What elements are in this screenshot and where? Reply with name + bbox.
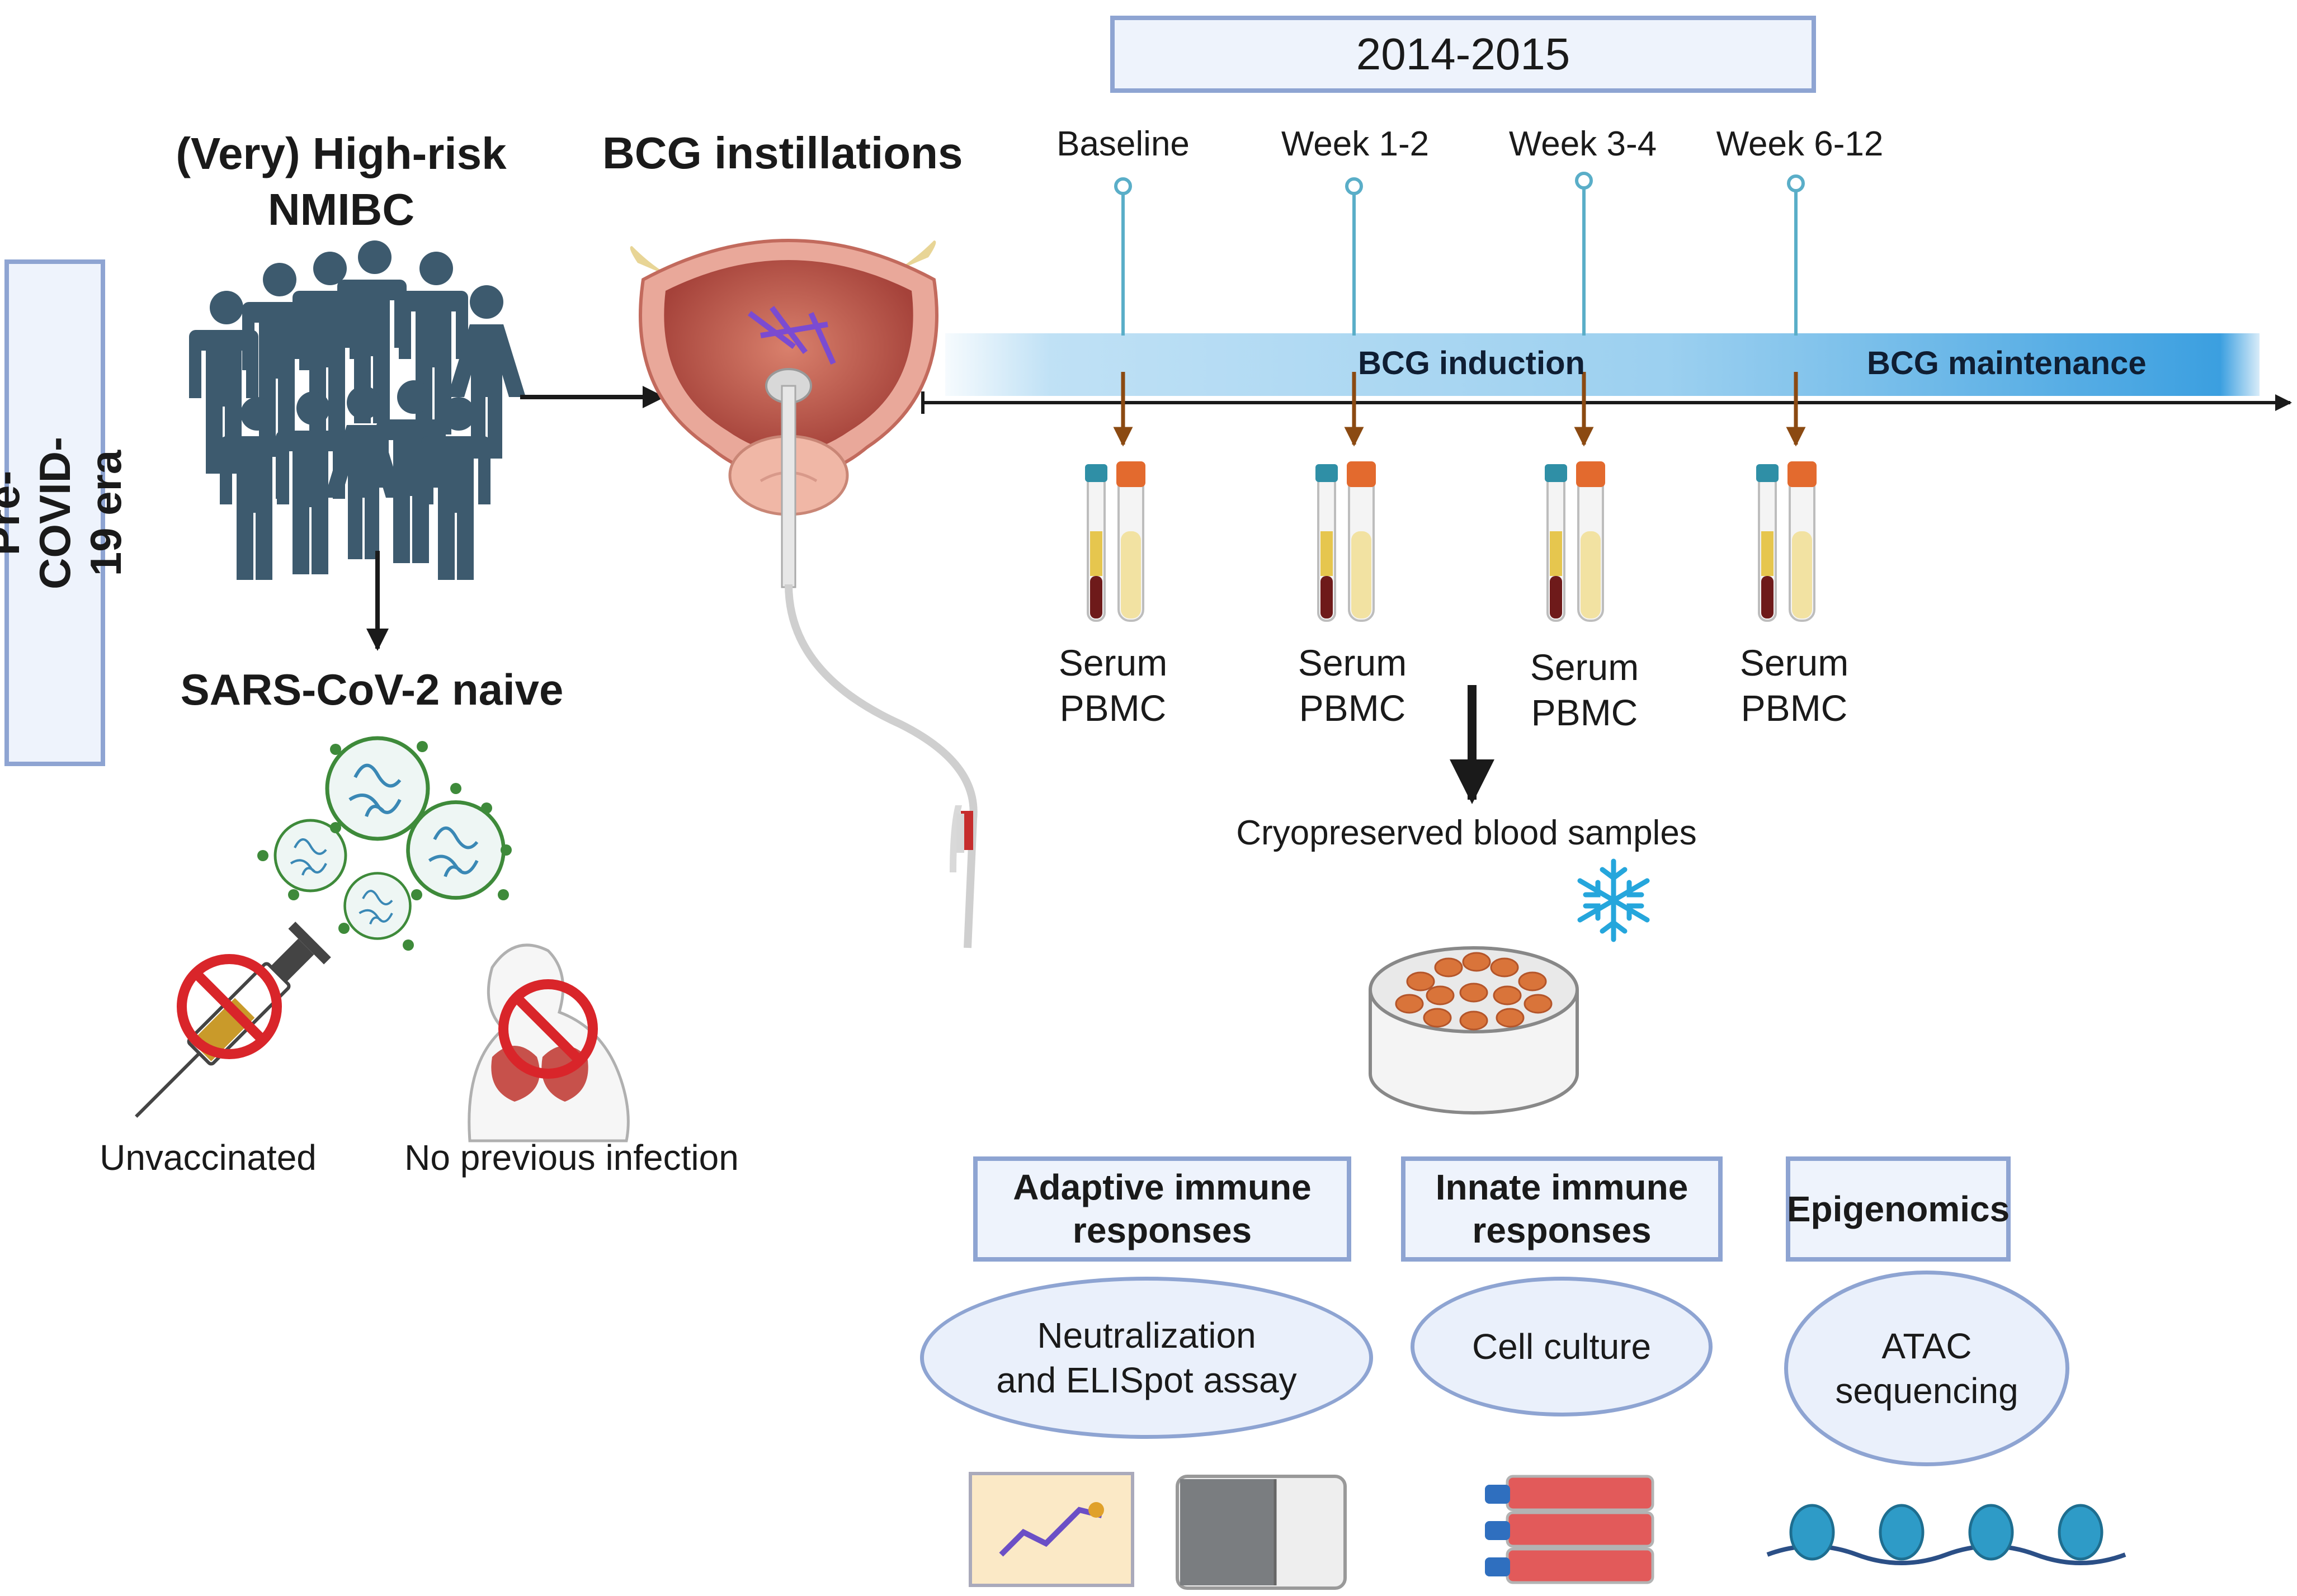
assay-plate-icon: [969, 1472, 1134, 1587]
period-label: 2014-2015: [1356, 29, 1570, 79]
analysis-heading-epigenomics: Epigenomics: [1786, 1156, 2011, 1262]
method-neutralization-elispot: Neutralization and ELISpot assay: [920, 1277, 1373, 1439]
sample-label: Serum PBMC: [1740, 640, 1848, 730]
no-infection-label: No previous infection: [404, 1137, 739, 1178]
cohort-title: (Very) High-risk NMIBC: [176, 129, 507, 234]
timeline-band: [945, 333, 2260, 396]
analysis-heading-innate: Innate immune responses: [1401, 1156, 1723, 1262]
sample-pbmc: PBMC: [1741, 687, 1848, 729]
plate-reader-icon: [1176, 1475, 1347, 1590]
sample-label: Serum PBMC: [1059, 640, 1167, 730]
cell-culture-flask-icon: [1485, 1475, 1654, 1584]
no-vaccine-icon: [135, 922, 331, 1118]
naive-status: SARS-CoV-2 naive: [180, 665, 564, 714]
storage-label: Cryopreserved blood samples: [1236, 814, 1697, 852]
no-infection-icon: [468, 943, 630, 1142]
sample-label: Serum PBMC: [1530, 645, 1639, 735]
unvaccinated-label: Unvaccinated: [100, 1137, 317, 1178]
patient-group-icon: [189, 240, 526, 580]
bladder-catheter-illustration: [630, 239, 978, 948]
timepoint-label: Week 1-2: [1281, 125, 1430, 163]
treatment-title: BCG instillations: [602, 128, 963, 178]
era-label: Pre-COVID-19 era: [0, 436, 130, 589]
sample-pbmc: PBMC: [1059, 687, 1167, 729]
timepoint-label: Week 6-12: [1716, 125, 1884, 163]
sars-cov-2-virus-icon: [257, 738, 512, 951]
blood-tube-icons: [1084, 460, 1818, 622]
sample-pbmc: PBMC: [1299, 687, 1406, 729]
cryo-box-icon: [1369, 946, 1579, 1115]
sampling-arrows: [1113, 372, 1806, 447]
nucleosome-dna-icon: [1766, 1504, 2126, 1565]
phase-label-maintenance: BCG maintenance: [1867, 345, 2147, 381]
method-cell-culture: Cell culture: [1411, 1277, 1713, 1416]
analysis-heading-adaptive: Adaptive immune responses: [973, 1156, 1351, 1262]
phase-label-induction: BCG induction: [1358, 345, 1585, 381]
period-box: 2014-2015: [1110, 16, 1816, 93]
sample-serum: Serum: [1739, 642, 1849, 683]
sample-pbmc: PBMC: [1531, 691, 1638, 733]
sample-serum: Serum: [1530, 646, 1639, 688]
timepoint-label: Week 3-4: [1508, 125, 1657, 163]
snowflake-icon: [1577, 858, 1650, 942]
sample-serum: Serum: [1298, 642, 1407, 683]
timepoint-label: Baseline: [1056, 125, 1190, 163]
era-box: Pre-COVID-19 era: [0, 259, 130, 766]
timepoint-pins: [1114, 172, 1805, 336]
method-atac-sequencing: ATAC sequencing: [1784, 1271, 2069, 1466]
sample-serum: Serum: [1058, 642, 1168, 683]
sample-label: Serum PBMC: [1298, 640, 1407, 730]
